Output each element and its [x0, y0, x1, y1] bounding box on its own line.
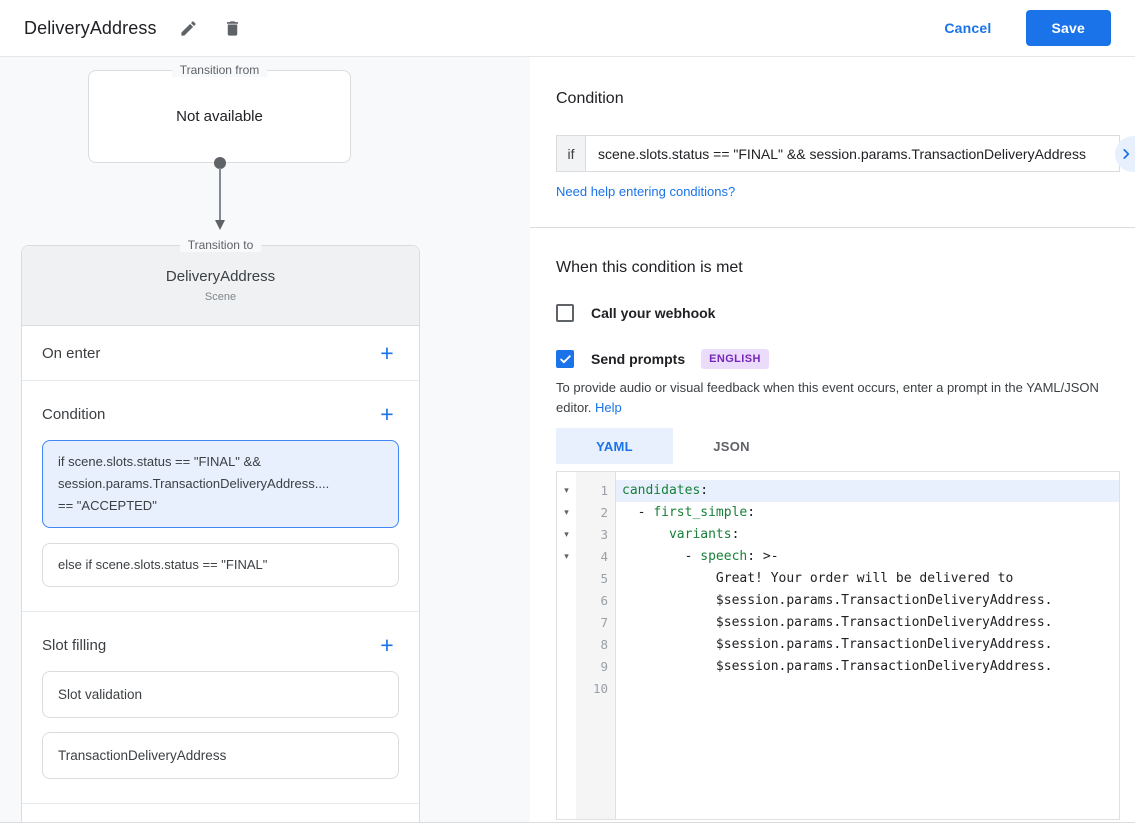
when-met-title: When this condition is met — [556, 259, 743, 276]
fold-arrow-icon[interactable]: ▾ — [564, 551, 569, 561]
flow-arrow-connector — [214, 157, 226, 232]
webhook-checkbox[interactable] — [556, 304, 574, 322]
fold-arrow-icon[interactable]: ▾ — [564, 485, 569, 495]
scene-name: DeliveryAddress — [165, 268, 276, 285]
edit-scene-button[interactable] — [177, 16, 201, 40]
fold-gutter-cell — [557, 678, 576, 700]
prompt-description: To provide audio or visual feedback when… — [556, 378, 1120, 418]
add-slot-button[interactable]: + — [375, 633, 399, 657]
save-button[interactable]: Save — [1025, 10, 1111, 46]
send-prompts-checkbox[interactable] — [556, 350, 574, 368]
editor-tab-bar: YAML JSON — [556, 428, 1120, 464]
flow-panel: Transition from Not available Transition… — [0, 57, 530, 827]
code-line[interactable]: Great! Your order will be delivered to — [622, 571, 1014, 586]
code-line[interactable]: - first_simple: — [622, 505, 756, 520]
send-prompts-label: Send prompts — [591, 351, 686, 367]
tab-yaml[interactable]: YAML — [556, 428, 673, 464]
collapse-panel-button[interactable] — [1115, 136, 1135, 172]
code-area[interactable]: candidates: - first_simple: variants: - … — [616, 472, 1119, 819]
line-number: 6 — [600, 593, 608, 608]
line-number: 4 — [600, 549, 608, 564]
scene-type-label: Scene — [204, 291, 237, 303]
line-number: 3 — [600, 527, 608, 542]
code-line[interactable]: $session.params.TransactionDeliveryAddre… — [622, 615, 1053, 630]
on-enter-label: On enter — [42, 344, 101, 362]
code-line[interactable]: $session.params.TransactionDeliveryAddre… — [622, 593, 1053, 608]
line-number: 10 — [592, 681, 608, 696]
check-icon — [559, 354, 571, 363]
fold-arrow-icon[interactable]: ▾ — [564, 529, 569, 539]
fold-arrow-icon[interactable]: ▾ — [564, 507, 569, 517]
condition-expression-input[interactable]: scene.slots.status == "FINAL" && session… — [585, 135, 1120, 172]
description-line1: To provide audio or visual feedback when… — [556, 380, 1099, 395]
description-line2: editor. — [556, 400, 592, 415]
language-badge: ENGLISH — [701, 349, 769, 369]
scene-card: Transition to DeliveryAddress Scene On e… — [21, 238, 420, 827]
section-condition: Condition + if scene.slots.status == "FI… — [22, 401, 419, 612]
page-title: DeliveryAddress — [24, 17, 157, 38]
connector-line — [219, 168, 221, 221]
fold-gutter: ▾ ▾ ▾ ▾ — [557, 472, 576, 819]
section-on-enter: On enter + — [22, 326, 419, 381]
condition-expression-row: if scene.slots.status == "FINAL" && sess… — [556, 135, 1120, 172]
tab-json[interactable]: JSON — [713, 438, 750, 454]
line-number: 2 — [600, 505, 608, 520]
code-line[interactable]: - speech: >- — [622, 549, 779, 564]
page-bottom-edge — [0, 822, 1135, 827]
trash-icon — [227, 20, 239, 36]
condition-card[interactable]: else if scene.slots.status == "FINAL" — [42, 543, 399, 587]
transition-from-box: Transition from Not available — [88, 63, 351, 163]
send-prompts-row: Send prompts ENGLISH — [556, 349, 1120, 369]
chevron-right-icon — [1123, 149, 1130, 159]
slot-card[interactable]: Slot validation — [42, 671, 399, 718]
condition-card[interactable]: if scene.slots.status == "FINAL" && sess… — [42, 440, 399, 528]
condition-panel-title: Condition — [556, 90, 624, 107]
webhook-row: Call your webhook — [556, 304, 1120, 322]
condition-card-list: if scene.slots.status == "FINAL" && sess… — [42, 440, 399, 587]
fold-gutter-cell — [557, 568, 576, 590]
panel-divider — [530, 227, 1135, 228]
code-line[interactable] — [616, 678, 1119, 700]
fold-gutter-cell — [557, 634, 576, 656]
transition-from-legend: Transition from — [171, 63, 268, 77]
line-number: 7 — [600, 615, 608, 630]
scene-card-header[interactable]: DeliveryAddress Scene — [22, 246, 419, 326]
transition-to-legend: Transition to — [179, 238, 262, 252]
app-header: DeliveryAddress Cancel Save — [0, 0, 1135, 57]
code-line[interactable]: $session.params.TransactionDeliveryAddre… — [622, 659, 1053, 674]
code-line[interactable]: $session.params.TransactionDeliveryAddre… — [622, 637, 1053, 652]
condition-detail-panel: Condition if scene.slots.status == "FINA… — [530, 57, 1135, 827]
webhook-label: Call your webhook — [591, 305, 716, 321]
conditions-help-link[interactable]: Need help entering conditions? — [556, 184, 736, 199]
line-number: 5 — [600, 571, 608, 586]
yaml-code-editor[interactable]: ▾ ▾ ▾ ▾ 1 2 3 4 5 6 7 8 9 10 candidates: - first_sim… — [556, 471, 1120, 820]
pencil-icon — [181, 20, 196, 36]
help-link[interactable]: Help — [595, 400, 622, 415]
add-on-enter-button[interactable]: + — [375, 341, 399, 365]
code-line[interactable]: variants: — [668, 527, 740, 542]
connector-dot — [214, 157, 226, 169]
delete-scene-button[interactable] — [221, 16, 245, 40]
add-condition-button[interactable]: + — [375, 402, 399, 426]
fold-gutter-cell — [557, 612, 576, 634]
fold-gutter-cell — [557, 656, 576, 678]
line-number-gutter: 1 2 3 4 5 6 7 8 9 10 — [576, 472, 616, 819]
fold-gutter-cell — [557, 590, 576, 612]
line-number: 9 — [600, 659, 608, 674]
if-prefix-label: if — [556, 135, 585, 172]
condition-section-label: Condition — [42, 405, 106, 423]
cancel-button[interactable]: Cancel — [928, 12, 1007, 44]
slot-filling-label: Slot filling — [42, 636, 107, 654]
line-number: 8 — [600, 637, 608, 652]
transition-from-value: Not available — [176, 108, 263, 125]
line-number: 1 — [600, 483, 608, 498]
code-line[interactable]: candidates: — [616, 480, 1119, 502]
slot-card[interactable]: TransactionDeliveryAddress — [42, 732, 399, 779]
arrow-down-icon — [215, 220, 225, 230]
